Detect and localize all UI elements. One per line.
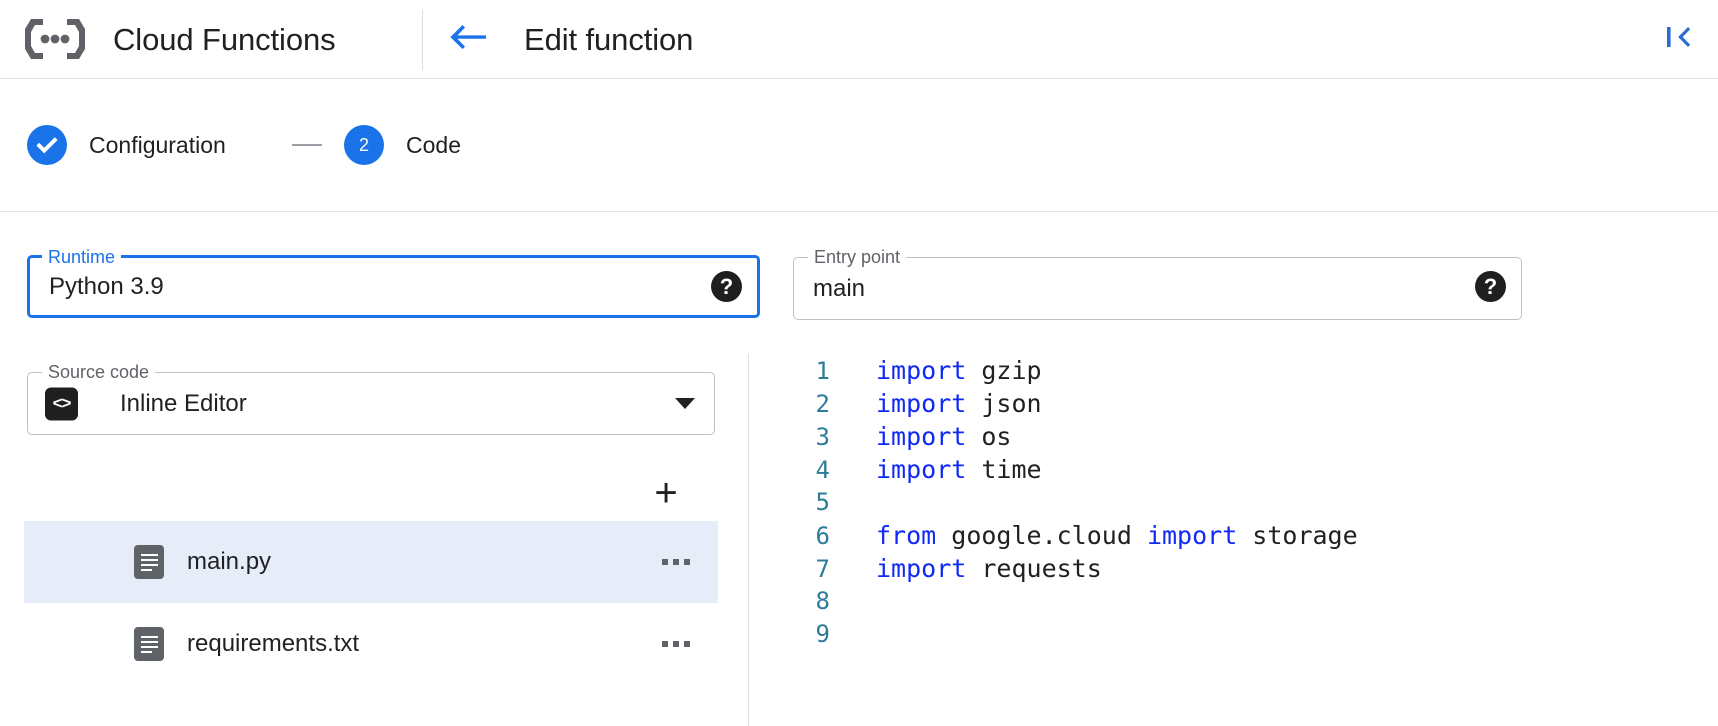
stepper-step-configuration[interactable]: Configuration (27, 125, 226, 165)
file-name: requirements.txt (187, 630, 360, 657)
stepper-step-code[interactable]: 2 Code (344, 125, 461, 165)
code-line: 5 (790, 486, 1718, 519)
code-line: 9 (790, 618, 1718, 651)
entry-point-help-icon[interactable]: ? (1475, 271, 1506, 302)
stepper-separator (292, 144, 322, 146)
page-title: Edit function (524, 21, 694, 57)
code-token: json (966, 389, 1042, 418)
code-line-text[interactable]: import time (876, 453, 1042, 486)
code-keyword: from (876, 521, 937, 550)
source-code-label: Source code (42, 361, 156, 383)
code-keyword: import (876, 356, 967, 385)
chevron-down-icon (675, 398, 695, 409)
file-list: main.py requirements.txt (24, 521, 718, 685)
code-line-number: 1 (815, 357, 830, 385)
code-line: 4 import time (790, 453, 1718, 486)
source-code-value: Inline Editor (120, 389, 247, 417)
code-token: time (966, 455, 1042, 484)
code-keyword: import (876, 554, 967, 583)
code-line: 1 import gzip (790, 354, 1718, 387)
code-line-number: 6 (815, 522, 830, 550)
app-header: Cloud Functions Edit function (0, 0, 1718, 79)
stepper-step-1-marker (27, 125, 67, 165)
arrow-left-icon (448, 21, 488, 58)
code-keyword: import (876, 389, 967, 418)
source-code-dropdown-arrow[interactable] (656, 373, 714, 434)
code-token: google.cloud (936, 521, 1147, 550)
file-icon (134, 545, 164, 579)
code-line-number: 3 (815, 423, 830, 451)
file-more-menu-button[interactable] (654, 622, 698, 666)
file-more-menu-button[interactable] (654, 540, 698, 584)
code-keyword: import (876, 455, 967, 484)
entry-point-value[interactable]: main (813, 274, 866, 302)
main-content: Runtime Python 3.9 ? Entry point main ? … (0, 213, 1718, 726)
code-line: 2 import json (790, 387, 1718, 420)
code-token: gzip (966, 356, 1042, 385)
code-line-text[interactable]: import gzip (876, 354, 1042, 387)
back-button[interactable] (441, 12, 495, 66)
collapse-panel-icon (1663, 22, 1693, 57)
code-line-text[interactable]: import json (876, 387, 1042, 420)
file-name: main.py (187, 548, 272, 575)
wizard-stepper: Configuration 2 Code (0, 79, 1718, 212)
runtime-help-icon[interactable]: ? (711, 271, 742, 302)
product-title: Cloud Functions (113, 21, 336, 57)
entry-point-input[interactable]: Entry point main (793, 246, 1522, 320)
file-icon (134, 627, 164, 661)
file-list-item-requirements-txt[interactable]: requirements.txt (24, 603, 718, 685)
code-line-text[interactable]: import requests (876, 552, 1102, 585)
code-line-number: 5 (815, 488, 830, 516)
code-keyword: import (1146, 521, 1238, 550)
code-token: storage (1237, 521, 1358, 550)
code-line-text[interactable]: import os (876, 420, 1011, 453)
code-line: 3 import os (790, 420, 1718, 453)
cloud-functions-logo-icon (22, 9, 88, 69)
code-editor[interactable]: 1 import gzip 2 import json 3 import os 4 impor… (790, 354, 1718, 726)
stepper-step-2-label: Code (406, 131, 461, 158)
collapse-panel-button[interactable] (1655, 14, 1701, 64)
runtime-select[interactable]: Runtime Python 3.9 (27, 246, 760, 318)
code-line-number: 2 (815, 390, 830, 418)
code-line-number: 8 (815, 587, 830, 615)
runtime-value: Python 3.9 (49, 272, 164, 300)
add-file-button[interactable]: + (654, 471, 678, 515)
panel-divider (748, 354, 749, 726)
stepper-step-2-marker: 2 (344, 125, 384, 165)
entry-point-label: Entry point (808, 246, 907, 268)
code-line-number: 4 (815, 456, 830, 484)
stepper-step-1-label: Configuration (89, 131, 226, 158)
runtime-label: Runtime (42, 246, 122, 268)
header-divider (422, 10, 423, 70)
code-token: requests (966, 554, 1102, 583)
code-line-number: 9 (815, 620, 830, 648)
code-line-text[interactable]: from google.cloud import storage (876, 519, 1358, 552)
file-list-item-main-py[interactable]: main.py (24, 521, 718, 603)
code-line: 6 from google.cloud import storage (790, 519, 1718, 552)
code-line: 8 (790, 585, 1718, 618)
source-code-select[interactable]: Source code <> Inline Editor (27, 361, 715, 435)
code-brackets-icon: <> (45, 387, 78, 420)
code-line-number: 7 (815, 555, 830, 583)
code-line: 7 import requests (790, 552, 1718, 585)
code-token: os (966, 422, 1012, 451)
code-keyword: import (876, 422, 967, 451)
